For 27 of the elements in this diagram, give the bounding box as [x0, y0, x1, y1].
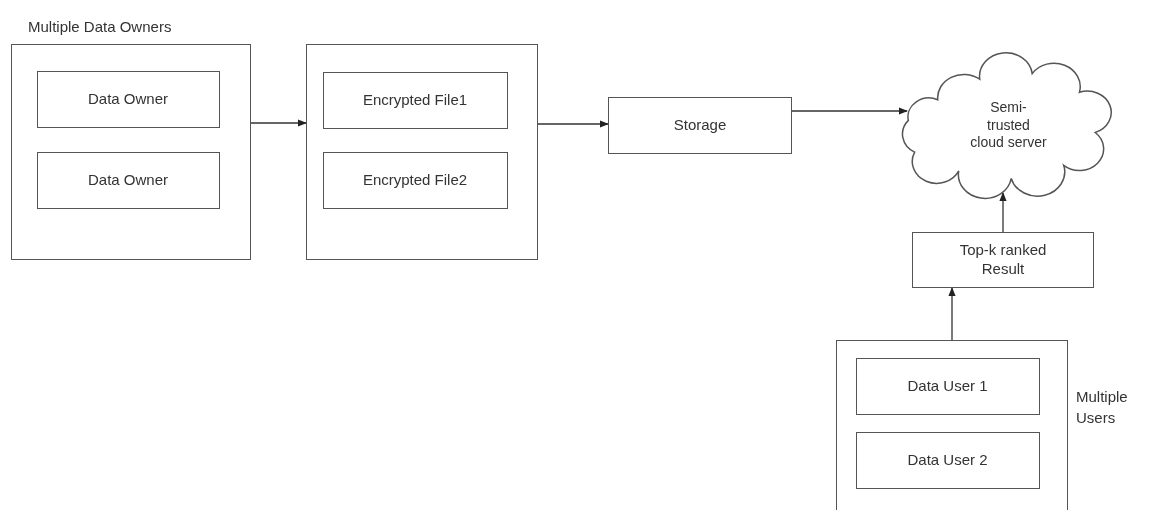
arrow: [791, 107, 908, 115]
process-box: [855, 357, 1040, 415]
arrow: [537, 120, 609, 128]
arrow: [999, 192, 1007, 233]
process-box: [322, 71, 508, 129]
arrow: [948, 287, 956, 341]
process-box: [36, 151, 220, 209]
group-box: [306, 44, 538, 260]
process-box: [322, 151, 508, 209]
group-caption: Multiple Users: [1076, 387, 1129, 428]
node-label: Encrypted File1: [362, 90, 468, 110]
process-box: [912, 232, 1094, 288]
process-box: [855, 431, 1040, 489]
node-label: Data Owner: [87, 170, 168, 190]
node-label: Storage: [673, 116, 727, 135]
node-label: Encrypted File2: [362, 170, 468, 190]
process-box: [36, 70, 220, 128]
cloud-shape: [901, 52, 1112, 199]
node-label: Data Owner: [87, 89, 168, 109]
process-box: [608, 97, 792, 154]
node-label: Top-k ranked Result: [958, 241, 1048, 279]
group-box: [836, 340, 1068, 510]
node-label: Data User 2: [907, 450, 988, 470]
group-heading: Multiple Data Owners: [28, 18, 172, 35]
arrow: [250, 119, 307, 127]
node-label: Data User 1: [907, 376, 988, 396]
node-label: Semi-trusted cloud server: [969, 99, 1048, 152]
